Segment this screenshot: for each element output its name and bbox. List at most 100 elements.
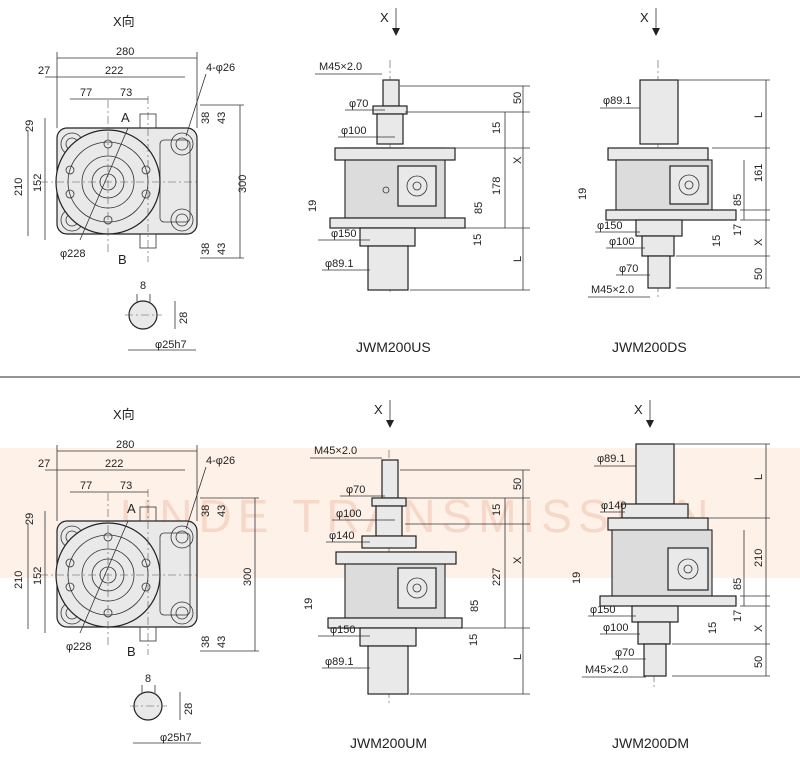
p100-label: φ100 — [341, 125, 367, 137]
dim-x: X — [753, 238, 765, 246]
p150-label: φ150 — [331, 228, 357, 240]
dim-280: 280 — [116, 46, 134, 58]
dim-15: 15 — [711, 235, 723, 247]
dim-227: 227 — [491, 568, 503, 586]
p140-label: φ140 — [329, 530, 355, 542]
dim-l: L — [512, 654, 524, 660]
p70-label: φ70 — [615, 647, 634, 659]
dim-l: L — [753, 112, 765, 118]
p89-label: φ89.1 — [325, 258, 354, 270]
dim-38-top: 38 — [200, 505, 212, 517]
side-view-dm: X φ89.1 φ140 L — [571, 400, 770, 751]
dim-19: 19 — [571, 572, 583, 584]
dim-38-top: 38 — [200, 112, 212, 124]
dim-43-bottom: 43 — [216, 243, 228, 255]
side-view-um: X M45×2.0 φ70 φ100 φ140 φ150 — [303, 400, 530, 751]
dim-29: 29 — [24, 120, 36, 132]
shaft-end-detail: 8 28 φ25h7 — [130, 673, 201, 744]
section-top: X向 A B — [13, 8, 770, 355]
dim-50: 50 — [753, 656, 765, 668]
m45-label: M45×2.0 — [314, 445, 357, 457]
mark-b: B — [118, 252, 127, 267]
p70-label: φ70 — [349, 98, 368, 110]
dim-228: φ228 — [66, 641, 92, 653]
dim-15-bottom: 15 — [472, 234, 484, 246]
mark-b: B — [127, 644, 136, 659]
mount-hole — [170, 525, 194, 549]
dim-300: 300 — [237, 175, 249, 193]
dim-15-bottom: 15 — [468, 634, 480, 646]
dim-222: 222 — [105, 65, 123, 77]
p70-label: φ70 — [346, 484, 365, 496]
dim-19: 19 — [307, 200, 319, 212]
dim-77: 77 — [80, 480, 92, 492]
dim-17: 17 — [732, 610, 744, 622]
dim-178: 178 — [491, 177, 503, 195]
dim-210: 210 — [753, 549, 765, 567]
dim-28: 28 — [178, 312, 190, 324]
dim-29: 29 — [24, 513, 36, 525]
dim-152: 152 — [32, 567, 44, 585]
dim-19: 19 — [577, 188, 589, 200]
mark-a: A — [127, 501, 136, 516]
dim-228: φ228 — [60, 248, 86, 260]
p150-label: φ150 — [330, 624, 356, 636]
dim-38-bottom: 38 — [200, 243, 212, 255]
x-marker: X — [640, 10, 649, 25]
dim-43-top: 43 — [216, 112, 228, 124]
p70-label: φ70 — [619, 263, 638, 275]
section-bottom: UNDE TRANSMISSION X向 — [0, 400, 800, 751]
plan-view: X向 A B — [13, 407, 259, 744]
dim-l: L — [512, 256, 524, 262]
direction-label: X向 — [113, 407, 135, 422]
dim-50: 50 — [753, 268, 765, 280]
plan-view: X向 A B — [13, 14, 249, 351]
dim-210: 210 — [13, 571, 25, 589]
direction-label: X向 — [113, 14, 135, 29]
dim-x: X — [753, 624, 765, 632]
p150-label: φ150 — [590, 604, 616, 616]
mark-a: A — [121, 110, 130, 125]
watermark-text: UNDE TRANSMISSION — [120, 490, 714, 542]
dim-8: 8 — [145, 673, 151, 685]
dim-50: 50 — [512, 92, 524, 104]
dim-15-top: 15 — [491, 122, 503, 134]
dim-27: 27 — [38, 458, 50, 470]
m45-label: M45×2.0 — [591, 284, 634, 296]
mount-hole — [170, 132, 194, 156]
dim-152: 152 — [32, 174, 44, 192]
dim-73: 73 — [120, 480, 132, 492]
dim-x: X — [512, 156, 524, 164]
dim-73: 73 — [120, 87, 132, 99]
p150-label: φ150 — [597, 220, 623, 232]
model-caption: JWM200DS — [612, 339, 687, 355]
p89-label: φ89.1 — [597, 453, 626, 465]
side-view-ds: X φ89.1 L 161 85 19 — [577, 8, 770, 355]
dim-25h7: φ25h7 — [160, 732, 192, 744]
x-marker: X — [380, 10, 389, 25]
dim-l: L — [753, 474, 765, 480]
side-view-us: X M45×2.0 φ70 φ100 φ150 φ89.1 — [307, 8, 530, 355]
dim-x: X — [512, 556, 524, 564]
dim-43-top: 43 — [216, 505, 228, 517]
dim-28: 28 — [183, 703, 195, 715]
dim-210: 210 — [13, 178, 25, 196]
dim-8: 8 — [140, 280, 146, 292]
x-marker: X — [374, 402, 383, 417]
dim-15-top: 15 — [491, 504, 503, 516]
dim-85: 85 — [732, 194, 744, 206]
dim-15: 15 — [707, 622, 719, 634]
dim-holes: 4-φ26 — [206, 455, 235, 467]
p100-label: φ100 — [336, 508, 362, 520]
mount-hole — [170, 208, 194, 232]
dim-161: 161 — [753, 164, 765, 182]
dim-280: 280 — [116, 439, 134, 451]
dim-43-bottom: 43 — [216, 636, 228, 648]
x-marker: X — [634, 402, 643, 417]
shaft-end-detail: 8 28 φ25h7 — [125, 280, 196, 351]
mount-hole — [170, 601, 194, 625]
dim-300: 300 — [242, 568, 254, 586]
dim-27: 27 — [38, 65, 50, 77]
dim-19: 19 — [303, 598, 315, 610]
